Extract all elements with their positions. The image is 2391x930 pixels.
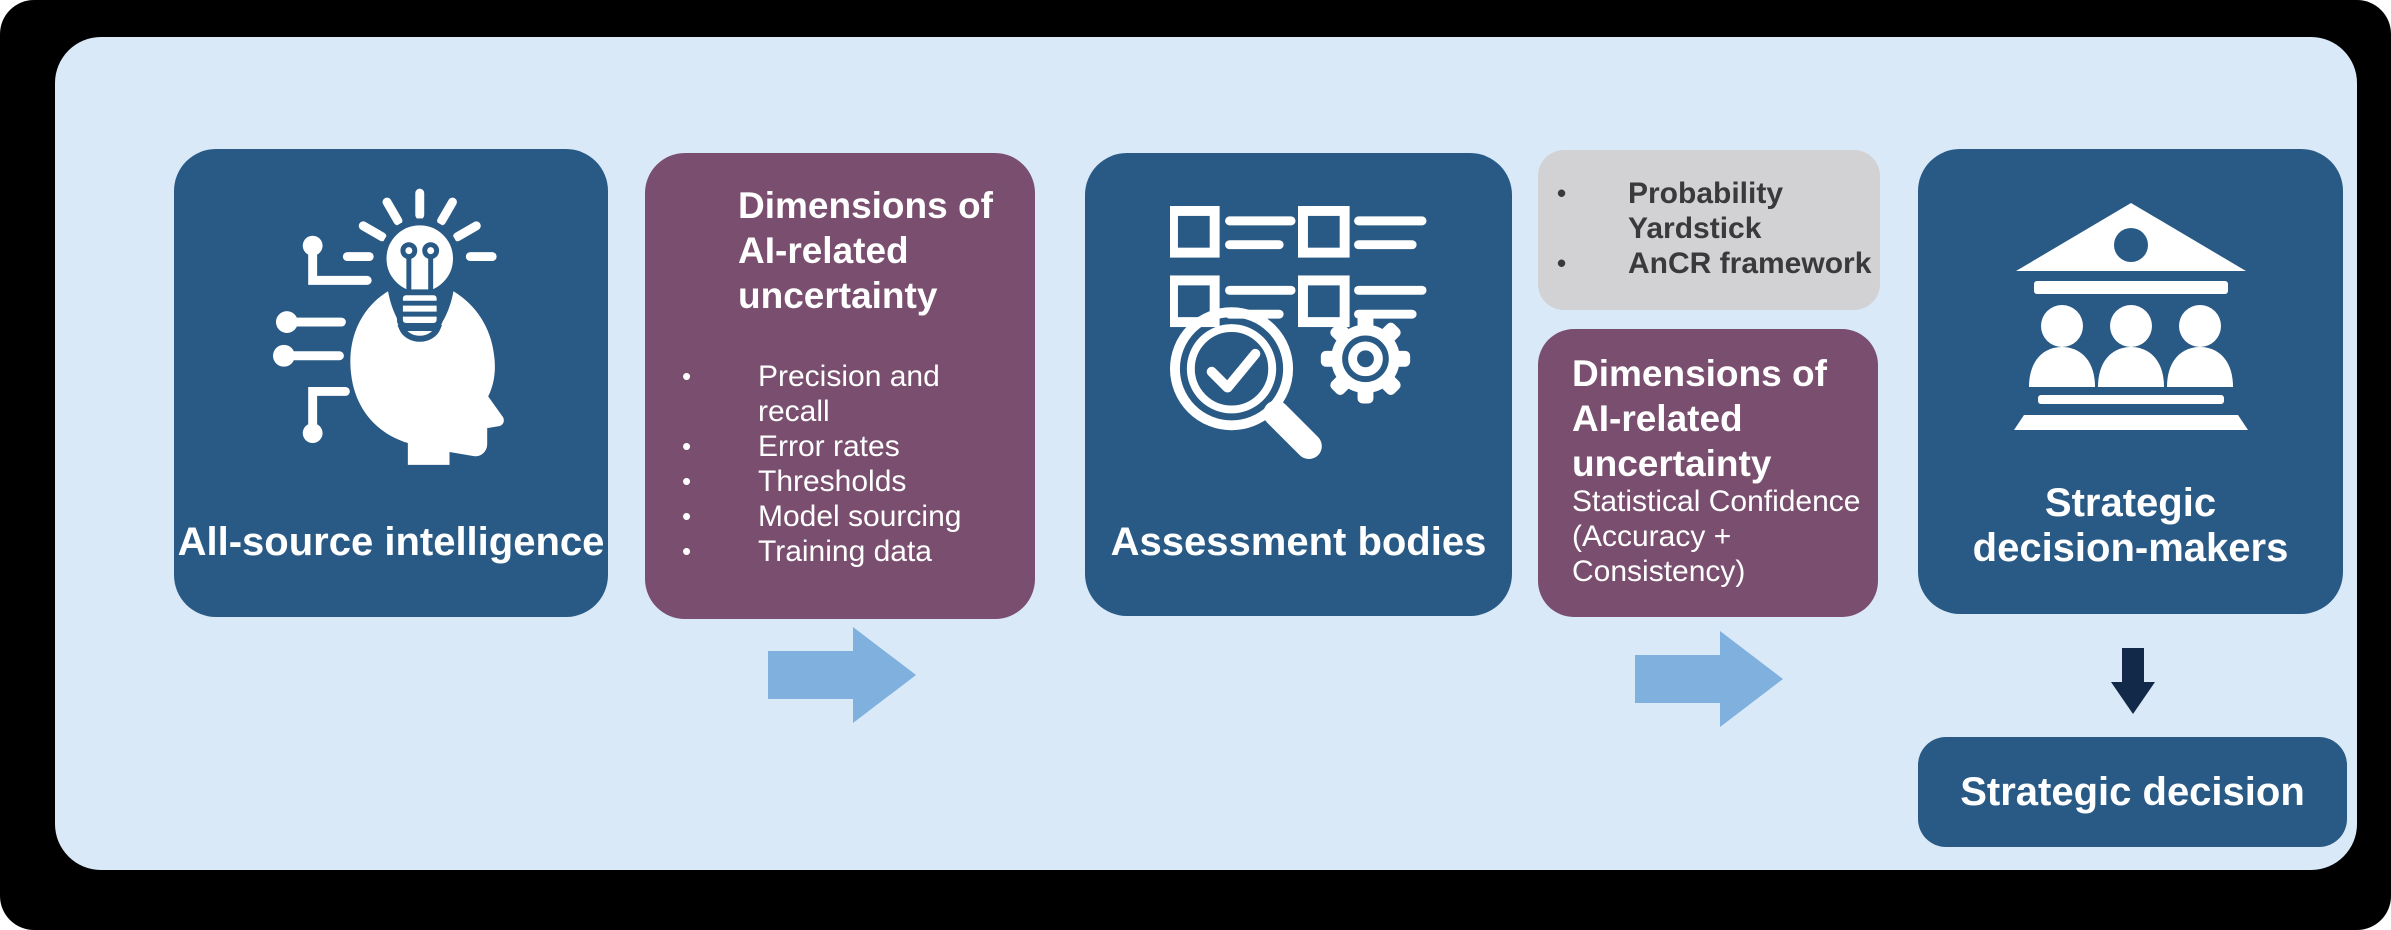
node-strategic-decision-makers: Strategic decision-makers — [1918, 149, 2343, 614]
bullet-text: Thresholds — [758, 465, 907, 498]
bullet-marker: • — [682, 466, 692, 496]
checklist-squares — [1169, 205, 1350, 328]
lightbulb-icon — [379, 218, 460, 342]
bullet-marker: • — [1557, 178, 1567, 208]
institution-icon — [2013, 203, 2248, 430]
bullet-text: Precision and recall — [758, 360, 940, 428]
down-arrow-icon — [2111, 648, 2155, 714]
node-assessment-bodies: Assessment bodies — [1085, 153, 1512, 616]
node-label: Assessment bodies — [1110, 520, 1487, 564]
magnifier-check-icon — [1169, 307, 1322, 460]
checklist-audit-icon — [1169, 205, 1427, 460]
bullet-marker: • — [682, 361, 692, 391]
bullet-item: • Error rates — [645, 429, 1027, 464]
bullet-marker: • — [682, 431, 692, 461]
uncertainty-title: Dimensions of AI-related uncertainty — [738, 185, 993, 316]
node-label: Strategic decision-makers — [1972, 481, 2289, 570]
bullet-text: AnCR framework — [1628, 247, 1872, 280]
bullet-text: Model sourcing — [758, 500, 962, 533]
uncertainty-title: Dimensions of AI-related uncertainty — [1572, 353, 1827, 484]
bullet-item: • Training data — [645, 534, 1027, 569]
bullet-item: • Precision and recall — [645, 359, 1027, 429]
gear-icon — [1320, 314, 1410, 404]
bullet-marker: • — [1557, 248, 1567, 278]
node-uncertainty-dimensions-2: Dimensions of AI-related uncertainty Sta… — [1538, 329, 1878, 617]
circuit-nodes — [272, 235, 323, 444]
bullet-item: • AnCR framework — [1538, 246, 1872, 281]
right-arrow-icon — [1635, 631, 1783, 727]
pediment-circle — [2113, 228, 2148, 262]
bullet-marker: • — [682, 501, 692, 531]
bullet-marker: • — [682, 536, 692, 566]
bullet-text: Training data — [758, 535, 932, 568]
node-uncertainty-dimensions-1: Dimensions of AI-related uncertainty • Pr… — [645, 153, 1035, 619]
lightbulb-rays — [342, 188, 497, 262]
node-label: All-source intelligence — [177, 520, 605, 564]
bullet-text: Probability Yardstick — [1628, 177, 1784, 245]
uncertainty-body: Statistical Confidence (Accuracy + Consi… — [1572, 485, 1861, 588]
bullet-item: • Thresholds — [645, 464, 1027, 499]
diagram-panel: All-source intelligence Dimensions of AI… — [55, 37, 2357, 870]
node-label: Strategic decision — [1960, 769, 2305, 814]
bullet-item: • Probability Yardstick — [1538, 176, 1872, 246]
frameworks-bullet-list: • Probability Yardstick • AnCR framework — [1538, 176, 1872, 281]
node-strategic-decision: Strategic decision — [1918, 737, 2347, 847]
bullet-item: • Model sourcing — [645, 499, 1027, 534]
bullet-text: Error rates — [758, 430, 900, 463]
uncertainty-bullet-list: • Precision and recall • Error rates • Thre… — [645, 359, 1027, 569]
right-arrow-icon — [768, 627, 916, 723]
people-icons — [2028, 305, 2233, 387]
ai-head-icon — [272, 188, 504, 465]
note-assessment-frameworks: • Probability Yardstick • AnCR framework — [1538, 150, 1880, 310]
circuit-traces — [289, 250, 372, 429]
checklist-lines — [1224, 216, 1427, 319]
node-all-source-intelligence: All-source intelligence — [174, 149, 608, 617]
